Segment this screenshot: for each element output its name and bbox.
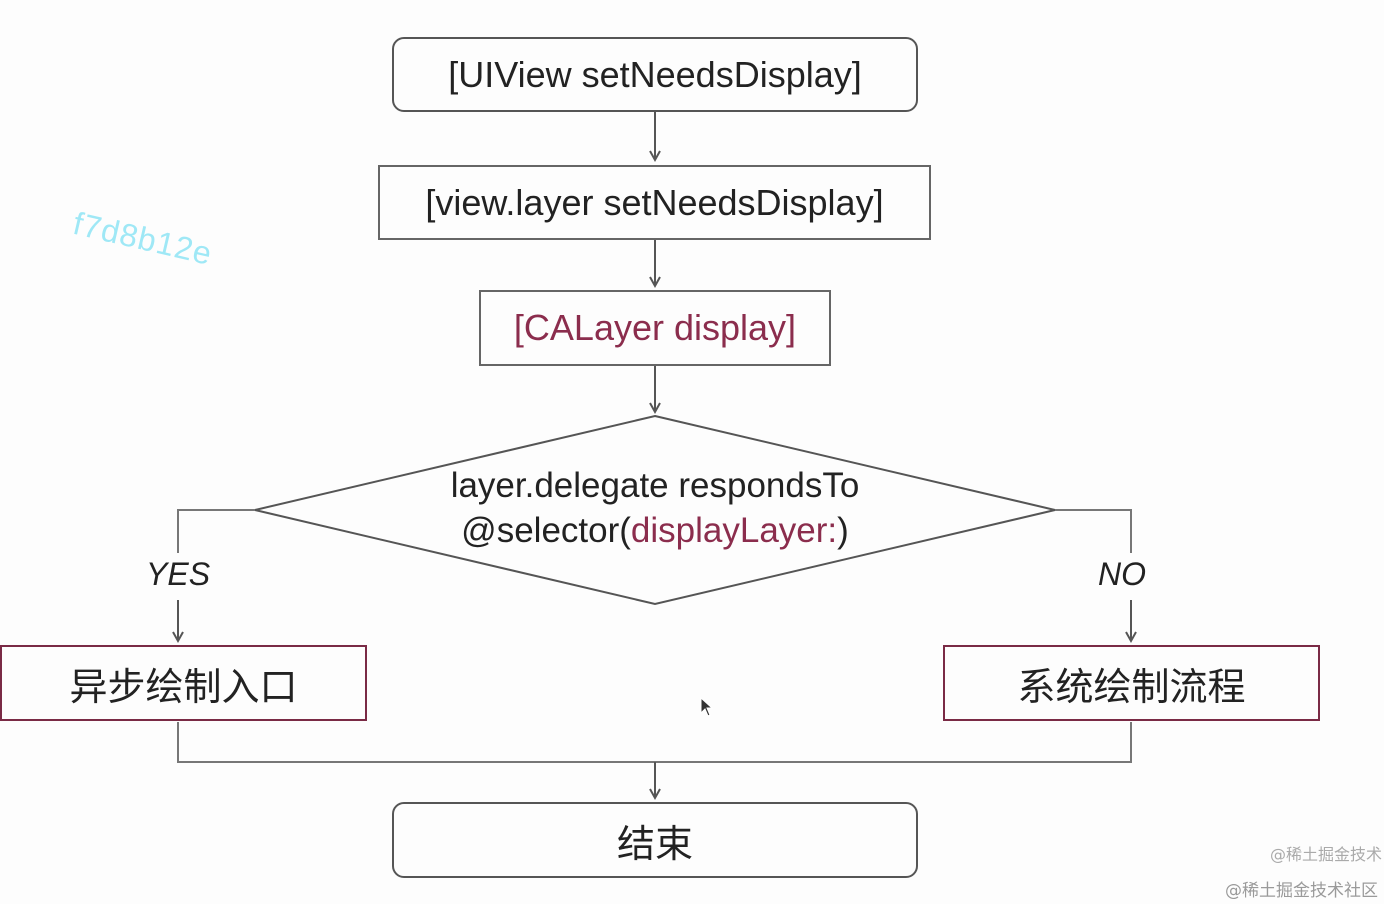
- end-node-label: 结束: [616, 821, 693, 866]
- start-node-label: [UIView setNeedsDisplay]: [448, 53, 862, 95]
- decision-diamond: [254, 414, 1056, 606]
- async-drawing-entry-label: 异步绘制入口: [69, 664, 298, 709]
- site-watermark-faint: @稀土掘金技术: [1269, 845, 1382, 864]
- decision-line-1-text: layer.delegate respondsTo: [450, 466, 860, 505]
- calayer-display-label: [CALayer display]: [513, 307, 797, 348]
- end-node: 结束: [392, 802, 918, 878]
- layer-setneedsdisplay-node: [view.layer setNeedsDisplay]: [378, 165, 931, 240]
- async-drawing-entry-node: 异步绘制入口: [0, 645, 367, 721]
- no-branch-line: [1055, 509, 1132, 553]
- system-drawing-flow-label: 系统绘制流程: [1017, 664, 1246, 709]
- decision-line-1: layer.delegate respondsTo: [300, 466, 1010, 506]
- calayer-display-node: [CALayer display]: [479, 290, 831, 366]
- layer-setneedsdisplay-label: [view.layer setNeedsDisplay]: [425, 181, 884, 223]
- merge-line: [177, 722, 1132, 763]
- no-label: NO: [1098, 556, 1146, 592]
- decision-selector-name: displayLayer:: [630, 511, 838, 550]
- decision-line-2: @selector(displayLayer:): [300, 511, 1010, 551]
- yes-branch-line: [177, 509, 255, 553]
- decision-selector-prefix: @selector(: [461, 511, 631, 550]
- start-node: [UIView setNeedsDisplay]: [392, 37, 918, 112]
- yes-label: YES: [146, 556, 211, 592]
- site-watermark: @稀土掘金技术社区: [1225, 881, 1378, 901]
- system-drawing-flow-node: 系统绘制流程: [943, 645, 1320, 721]
- decision-selector-suffix: ): [837, 511, 849, 550]
- mouse-cursor-icon: [700, 697, 714, 717]
